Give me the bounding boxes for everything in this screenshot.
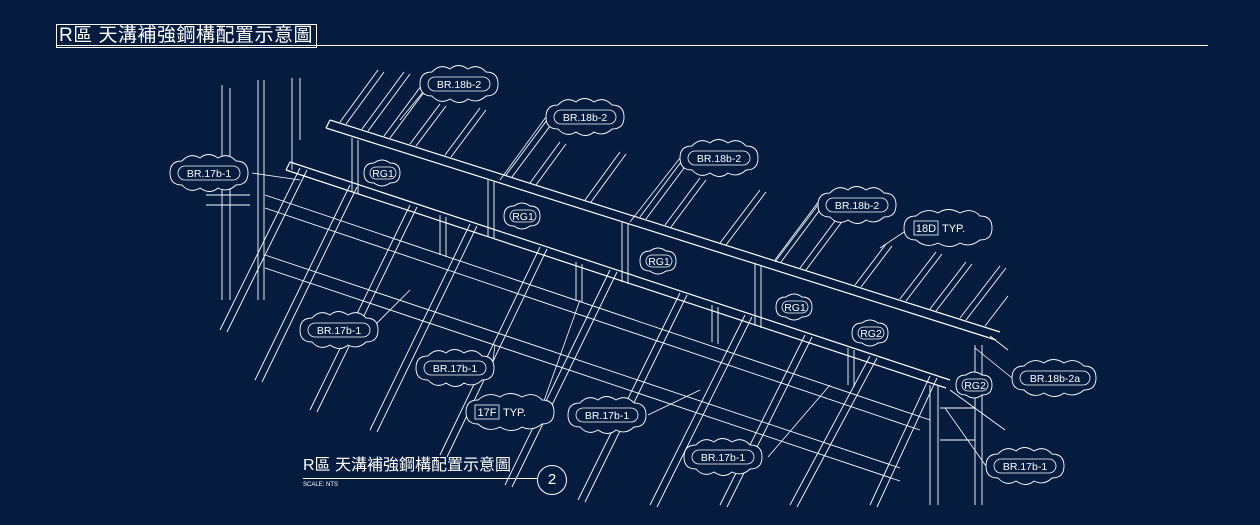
callout-rg2-2: RG2 bbox=[955, 371, 993, 399]
callout-18d-typ: 18D TYP. bbox=[903, 209, 993, 247]
callout-rg1-3: RG1 bbox=[639, 247, 677, 275]
callout-br17b1-6: BR.17b-1 bbox=[985, 447, 1065, 485]
drawing-caption-title: R區 天溝補強鋼構配置示意圖 bbox=[303, 457, 512, 474]
callout-br18b2-2: BR.18b-2 bbox=[545, 98, 625, 136]
lower-gutter-beam bbox=[285, 161, 951, 389]
callout-br17b1-4: BR.17b-1 bbox=[567, 396, 647, 434]
upper-purlins bbox=[339, 69, 1009, 327]
drawing-number-badge: 2 bbox=[537, 465, 567, 495]
lower-purlins bbox=[219, 167, 938, 508]
callout-label: BR.17b-1 bbox=[433, 363, 478, 375]
callout-label: BR.18b-2a bbox=[1030, 373, 1080, 385]
callout-br17b1-2: BR.17b-1 bbox=[299, 311, 379, 349]
vertical-posts bbox=[351, 138, 855, 387]
structure-linework bbox=[206, 69, 1009, 508]
callout-label: RG1 bbox=[648, 256, 670, 268]
caption-underline bbox=[303, 478, 538, 479]
callout-br17b1-1: BR.17b-1 bbox=[169, 154, 249, 192]
callout-br18b2-1: BR.18b-2 bbox=[419, 65, 499, 103]
callout-17f-typ: 17F TYP. bbox=[465, 393, 555, 431]
upper-gutter-beam bbox=[325, 119, 1001, 341]
typ-suffix: TYP. bbox=[503, 407, 526, 419]
callout-label: RG1 bbox=[512, 211, 534, 223]
callout-rg1-2: RG1 bbox=[503, 202, 541, 230]
callout-label: RG2 bbox=[964, 380, 986, 392]
callout-label: BR.18b-2 bbox=[437, 79, 482, 91]
callout-label: RG1 bbox=[372, 168, 394, 180]
callout-br17b1-5: BR.17b-1 bbox=[683, 438, 763, 476]
callout-rg1-4: RG1 bbox=[775, 293, 813, 321]
right-column bbox=[929, 335, 1009, 505]
page-title: R區 天溝補強鋼構配置示意圖 bbox=[56, 24, 318, 48]
callout-label: BR.18b-2 bbox=[697, 153, 742, 165]
left-wall-lines bbox=[206, 78, 301, 300]
callout-rg2-1: RG2 bbox=[851, 319, 889, 347]
callout-label: BR.17b-1 bbox=[585, 410, 630, 422]
typ-code: 18D bbox=[916, 223, 936, 235]
callout-label: BR.17b-1 bbox=[317, 325, 362, 337]
callout-br18b2a: BR.18b-2a bbox=[1011, 359, 1097, 397]
callout-br17b1-3: BR.17b-1 bbox=[415, 349, 495, 387]
callout-label: RG1 bbox=[784, 302, 806, 314]
callout-label: BR.17b-1 bbox=[187, 168, 232, 180]
callout-br18b2-3: BR.18b-2 bbox=[679, 139, 759, 177]
caption-scale: SCALE: NTS bbox=[303, 482, 339, 488]
callout-label: BR.18b-2 bbox=[835, 200, 880, 212]
title-underline bbox=[56, 45, 1208, 46]
callout-rg1-1: RG1 bbox=[363, 159, 401, 187]
typ-suffix: TYP. bbox=[942, 223, 965, 235]
typ-code: 17F bbox=[478, 407, 497, 419]
callout-label: BR.17b-1 bbox=[701, 452, 746, 464]
callout-label: RG2 bbox=[860, 328, 882, 340]
main-girder bbox=[264, 194, 931, 482]
callout-label: BR.17b-1 bbox=[1003, 461, 1048, 473]
callout-br18b2-4: BR.18b-2 bbox=[817, 186, 897, 224]
callout-label: BR.18b-2 bbox=[563, 112, 608, 124]
